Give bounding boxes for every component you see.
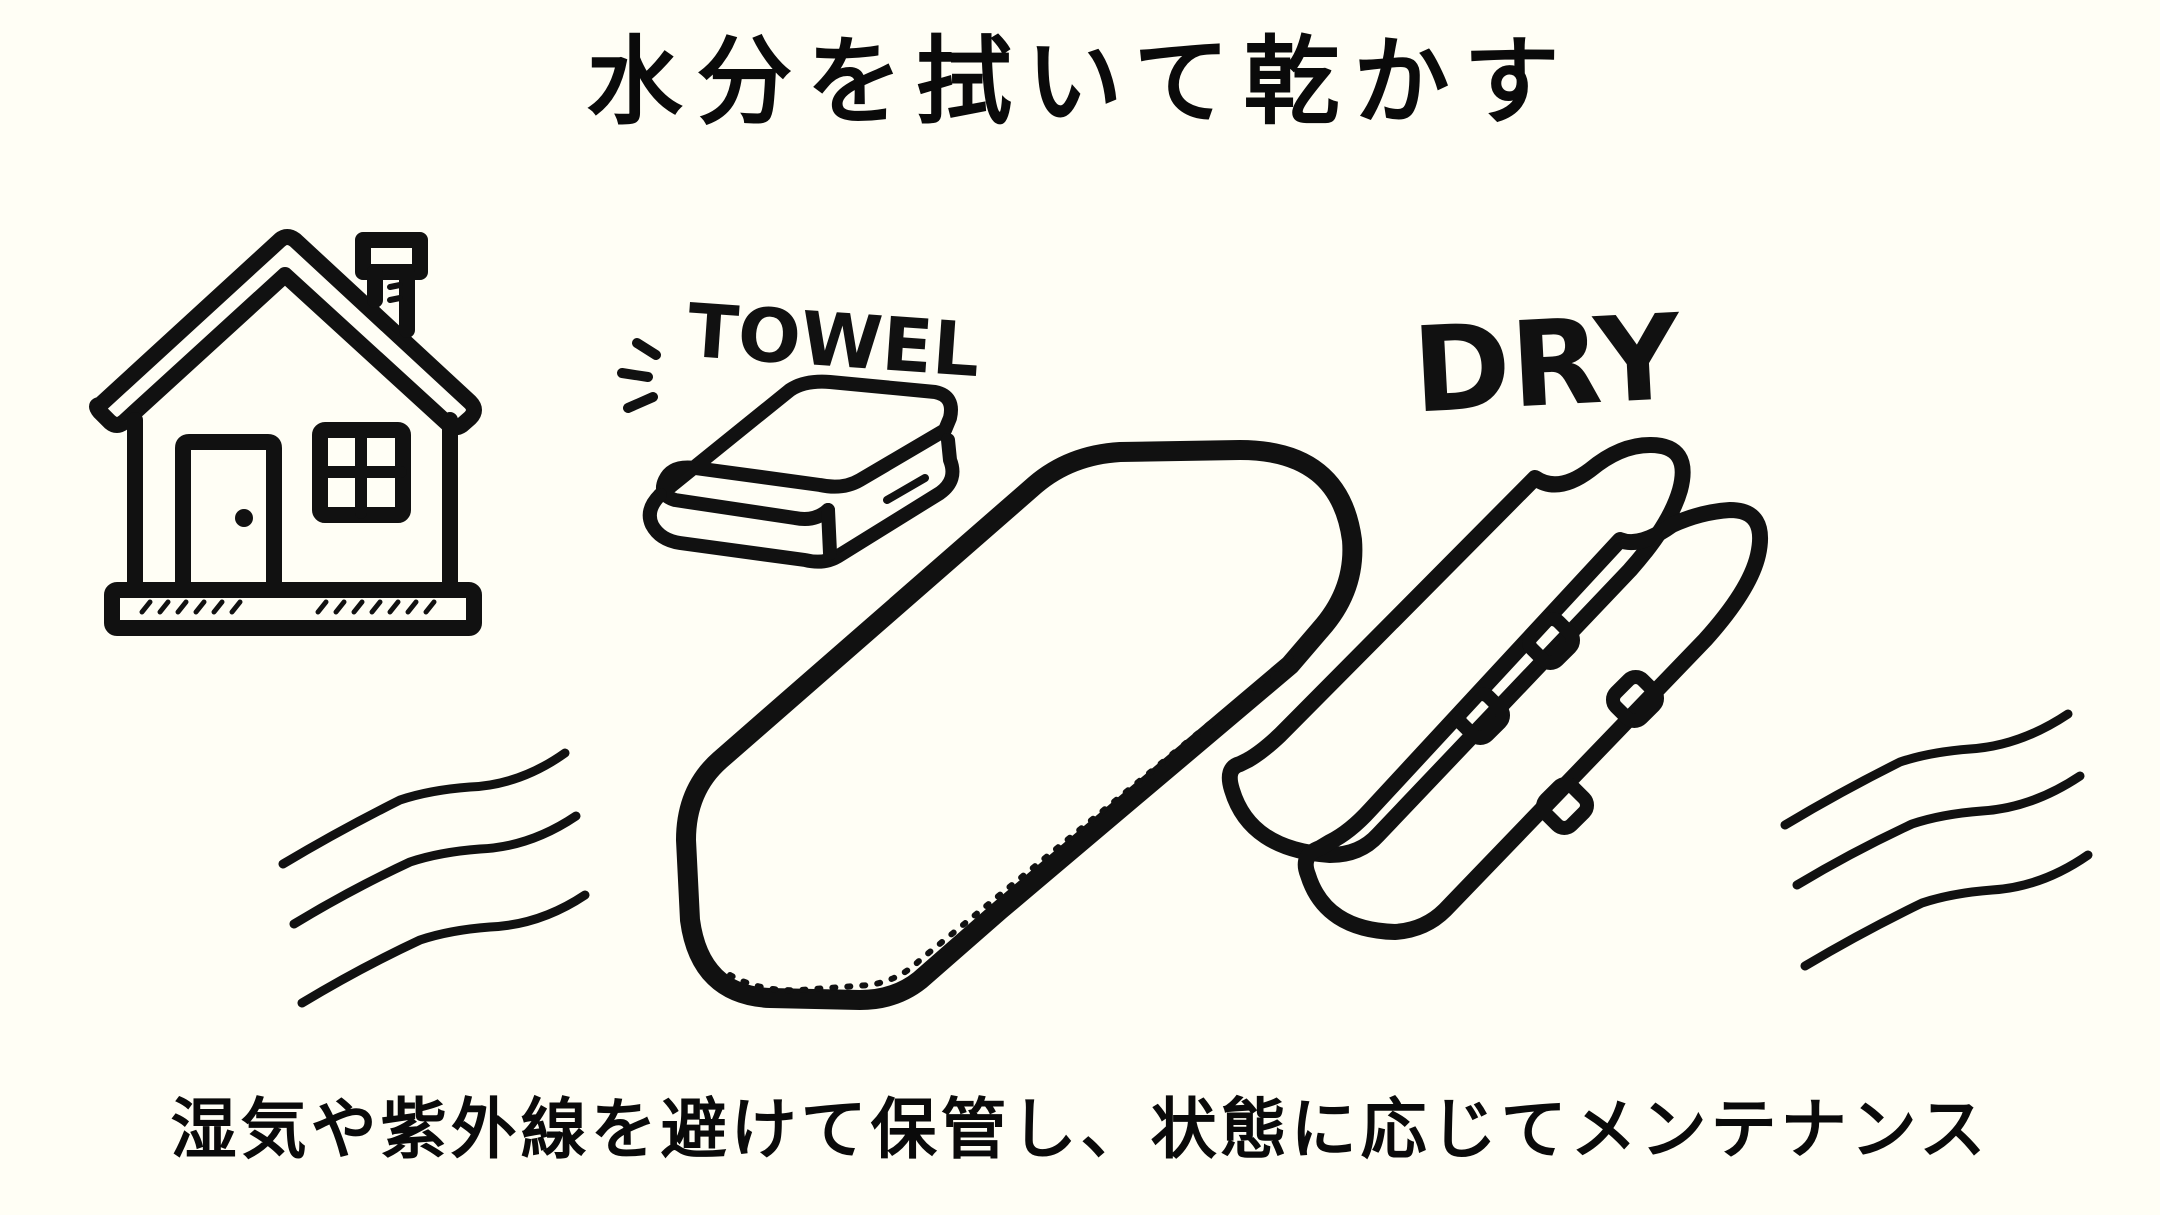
wind-lines-right-icon bbox=[1780, 709, 2093, 971]
towel-icon bbox=[642, 374, 960, 569]
wind-lines-left-icon bbox=[278, 748, 590, 1008]
snowboard-icon bbox=[676, 440, 1363, 1010]
caption-text: 湿気や紫外線を避けて保管し、状態に応じてメンテナンス bbox=[170, 1091, 1990, 1168]
page-title: 水分を拭いて乾かす bbox=[586, 26, 1574, 138]
house-icon bbox=[89, 229, 482, 636]
dry-label: DRY bbox=[1409, 288, 1685, 440]
skis-icon bbox=[1221, 437, 1769, 940]
svg-text:DRY: DRY bbox=[1409, 288, 1685, 440]
